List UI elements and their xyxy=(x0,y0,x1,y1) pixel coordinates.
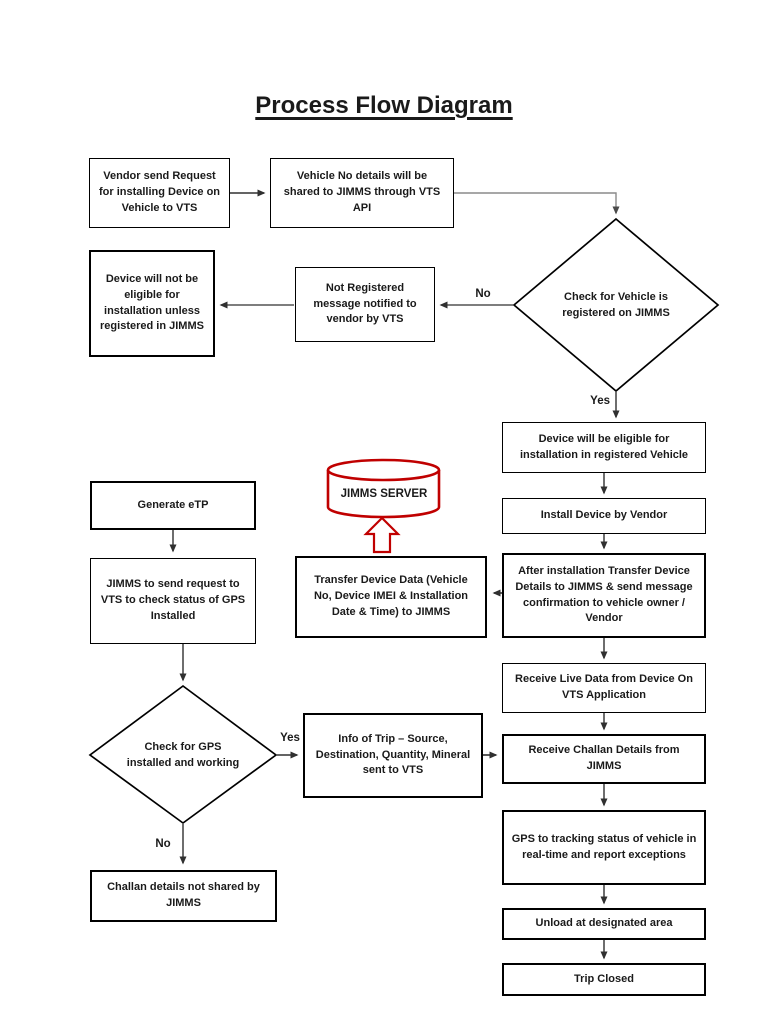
node-transfer-device-data: Transfer Device Data (Vehicle No, Device… xyxy=(295,556,487,638)
decision-vehicle-registered-label: Check for Vehicle is registered on JIMMS xyxy=(562,290,670,320)
edge-label-no-gps: No xyxy=(155,838,171,850)
decision-gps-working-label: Check for GPS installed and working xyxy=(126,740,240,770)
node-vendor-request: Vendor send Request for installing Devic… xyxy=(89,158,230,228)
node-install-device: Install Device by Vendor xyxy=(502,498,706,534)
node-after-install: After installation Transfer Device Detai… xyxy=(502,553,706,638)
node-gps-tracking: GPS to tracking status of vehicle in rea… xyxy=(502,810,706,885)
node-receive-challan: Receive Challan Details from JIMMS xyxy=(502,734,706,784)
node-vehicle-details: Vehicle No details will be shared to JIM… xyxy=(270,158,454,228)
node-unload: Unload at designated area xyxy=(502,908,706,940)
edge-label-no-vehicle: No xyxy=(475,288,491,300)
node-info-trip: Info of Trip – Source, Destination, Quan… xyxy=(303,713,483,798)
decision-diamond-vehicle-registered xyxy=(512,217,720,393)
jimms-server-cylinder xyxy=(326,458,441,519)
jimms-server-label: JIMMS SERVER xyxy=(340,488,428,500)
node-device-eligible: Device will be eligible for installation… xyxy=(502,422,706,473)
node-not-registered-msg: Not Registered message notified to vendo… xyxy=(295,267,435,342)
node-jimms-send-request: JIMMS to send request to VTS to check st… xyxy=(90,558,256,644)
decision-diamond-gps-working xyxy=(88,684,278,825)
node-trip-closed: Trip Closed xyxy=(502,963,706,996)
upload-to-server-arrow xyxy=(363,516,401,554)
connector-vehicle-to-decision xyxy=(454,192,620,215)
node-device-not-eligible: Device will not be eligible for installa… xyxy=(89,250,215,357)
node-receive-live-data: Receive Live Data from Device On VTS App… xyxy=(502,663,706,713)
node-challan-not-shared: Challan details not shared by JIMMS xyxy=(90,870,277,922)
page-title: Process Flow Diagram xyxy=(255,92,513,119)
node-generate-etp: Generate eTP xyxy=(90,481,256,530)
edge-label-yes-vehicle: Yes xyxy=(590,395,610,407)
edge-label-yes-gps: Yes xyxy=(280,732,300,744)
